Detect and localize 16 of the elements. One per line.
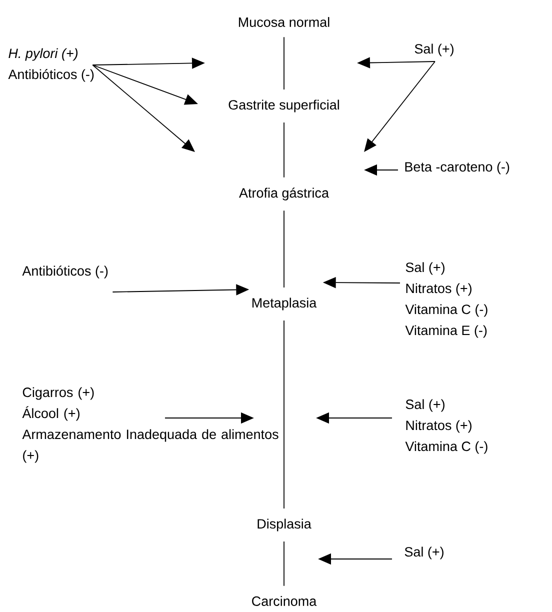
- factor-list: Sal (+) Nitratos (+) Vitamina C (-): [405, 399, 488, 454]
- stage-label: Metaplasia: [252, 298, 317, 310]
- factor-list: Cigarros (+) Álcool (+) Armazenamento Inadequada de alimentos (+): [22, 387, 278, 463]
- factor-list: H. pylori (+) Antibióticos (-): [8, 48, 94, 82]
- stage-label: Displasia: [258, 518, 312, 532]
- factor-label: Sal (+): [404, 546, 444, 560]
- factor-label: Beta -caroteno (-): [405, 162, 510, 174]
- factor-list: Sal (+) Nitratos (+) Vitamina C (-) Vitamina E (-): [405, 262, 488, 338]
- stage-label: Mucosa normal: [238, 17, 330, 27]
- stage-label: Atrofia gástrica: [239, 188, 329, 200]
- stage-label: Carcinoma: [252, 596, 317, 606]
- arrow: [92, 64, 195, 152]
- factor-label: Antibióticos (-): [22, 266, 108, 278]
- arrow: [364, 61, 436, 152]
- stage-label: Gastrite superficial: [228, 100, 339, 112]
- factor-label: Sal (+): [414, 44, 454, 56]
